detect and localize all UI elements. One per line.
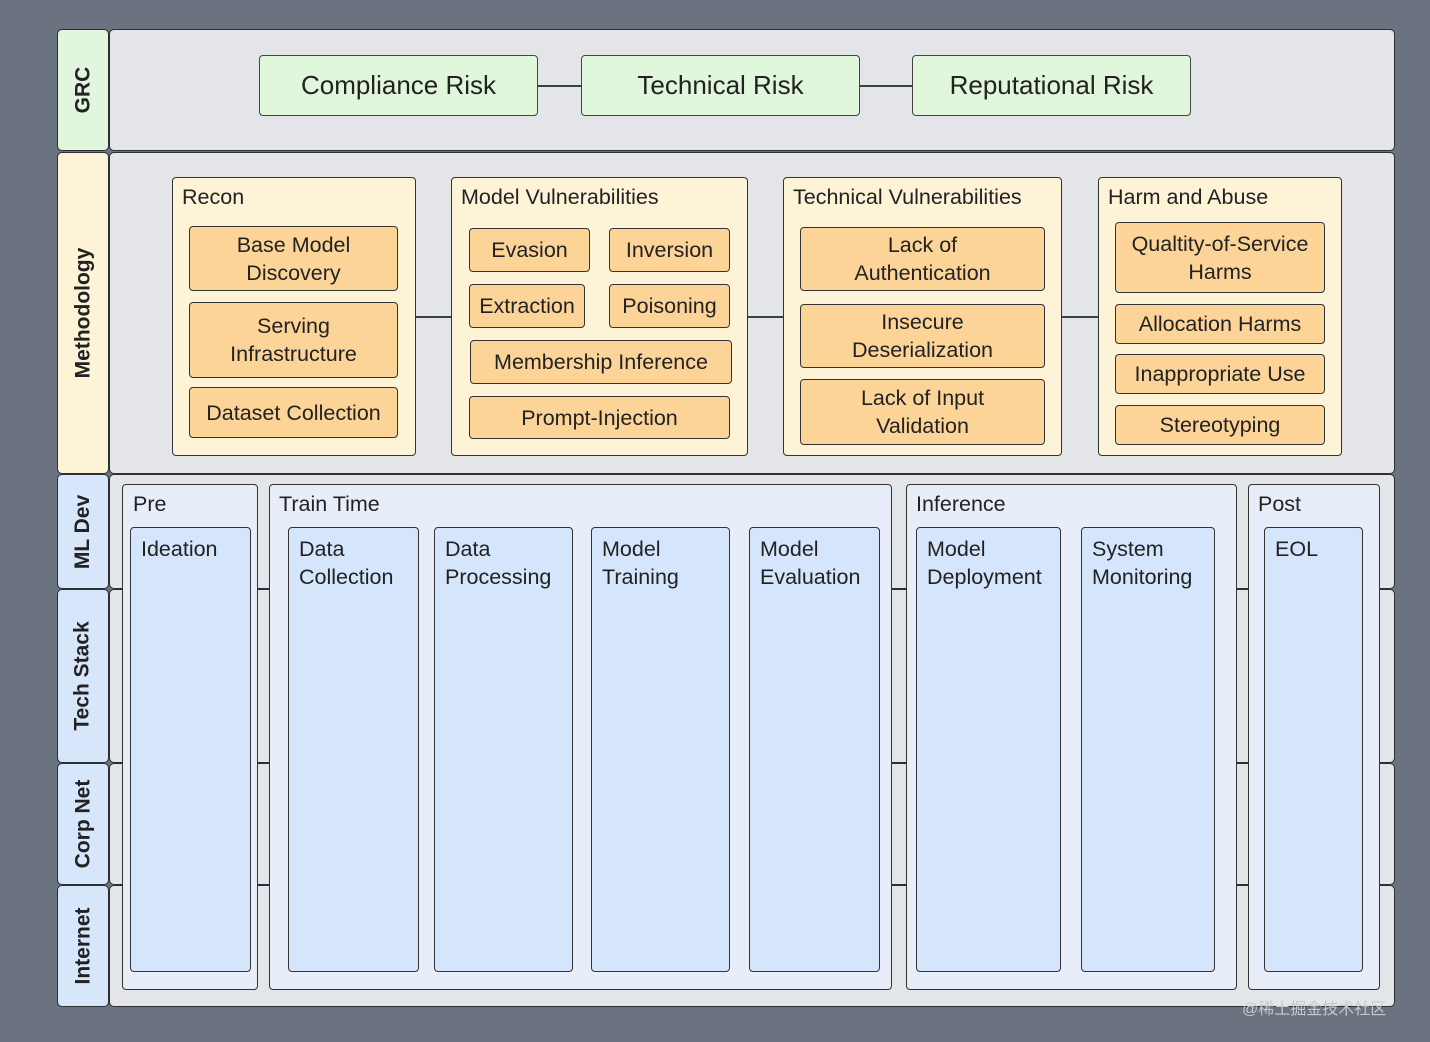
recon-title: Recon — [182, 185, 245, 209]
lane-label-ml-dev: ML Dev — [57, 474, 109, 589]
methodology-connector — [416, 316, 451, 318]
lane-label-ml-dev-text: ML Dev — [71, 494, 94, 569]
risk-connector — [860, 85, 912, 87]
stereotyping-item[interactable]: Stereotyping — [1115, 405, 1325, 445]
lane-label-tech-stack: Tech Stack — [57, 589, 109, 763]
watermark: @稀土掘金技术社区 — [1242, 1001, 1387, 1018]
evasion-item[interactable]: Evasion — [469, 228, 590, 272]
lane-label-grc: GRC — [57, 29, 109, 151]
prompt-injection-item[interactable]: Prompt-Injection — [469, 396, 730, 439]
methodology-connector — [1062, 316, 1098, 318]
lane-label-internet: Internet — [57, 885, 109, 1007]
technical-risk-box[interactable]: Technical Risk — [581, 55, 860, 116]
model-evaluation-stage[interactable]: Model Evaluation — [749, 527, 880, 972]
lack-of-authentication-item[interactable]: Lack of Authentication — [800, 227, 1045, 291]
data-collection-stage[interactable]: Data Collection — [288, 527, 419, 972]
model-deployment-stage[interactable]: Model Deployment — [916, 527, 1061, 972]
model-vulnerabilities-title: Model Vulnerabilities — [461, 185, 659, 209]
methodology-connector — [748, 316, 783, 318]
quality-of-service-harms-item[interactable]: Qualtity-of-Service Harms — [1115, 222, 1325, 293]
dataset-collection-item[interactable]: Dataset Collection — [189, 387, 398, 438]
lane-label-grc-text: GRC — [70, 66, 94, 114]
reputational-risk-box[interactable]: Reputational Risk — [912, 55, 1191, 116]
lane-label-methodology-text: Methodology — [71, 247, 94, 379]
risk-connector — [538, 85, 581, 87]
lane-label-corp-net: Corp Net — [57, 763, 109, 885]
model-training-stage[interactable]: Model Training — [591, 527, 730, 972]
base-model-discovery-item[interactable]: Base Model Discovery — [189, 226, 398, 291]
technical-vulnerabilities-title: Technical Vulnerabilities — [793, 185, 1022, 209]
harm-and-abuse-title: Harm and Abuse — [1108, 185, 1269, 209]
membership-inference-item[interactable]: Membership Inference — [470, 340, 732, 384]
data-processing-stage[interactable]: Data Processing — [434, 527, 573, 972]
eol-stage[interactable]: EOL — [1264, 527, 1363, 972]
lack-of-input-validation-item[interactable]: Lack of Input Validation — [800, 379, 1045, 445]
lane-label-internet-text: Internet — [71, 907, 95, 985]
extraction-item[interactable]: Extraction — [469, 284, 585, 328]
system-monitoring-stage[interactable]: System Monitoring — [1081, 527, 1215, 972]
compliance-risk-box[interactable]: Compliance Risk — [259, 55, 538, 116]
poisoning-item[interactable]: Poisoning — [609, 284, 730, 328]
lane-label-tech-stack-text: Tech Stack — [71, 621, 95, 731]
pre-phase-title: Pre — [133, 492, 167, 516]
insecure-deserialization-item[interactable]: Insecure Deserialization — [800, 304, 1045, 368]
train-time-phase-title: Train Time — [279, 492, 380, 516]
post-phase-title: Post — [1258, 492, 1302, 516]
inversion-item[interactable]: Inversion — [609, 228, 730, 272]
ideation-stage[interactable]: Ideation — [130, 527, 251, 972]
allocation-harms-item[interactable]: Allocation Harms — [1115, 304, 1325, 344]
lane-label-methodology: Methodology — [57, 152, 109, 474]
inappropriate-use-item[interactable]: Inappropriate Use — [1115, 354, 1325, 394]
serving-infrastructure-item[interactable]: Serving Infrastructure — [189, 302, 398, 378]
lane-label-corp-net-text: Corp Net — [71, 779, 95, 869]
inference-phase-title: Inference — [916, 492, 1006, 516]
